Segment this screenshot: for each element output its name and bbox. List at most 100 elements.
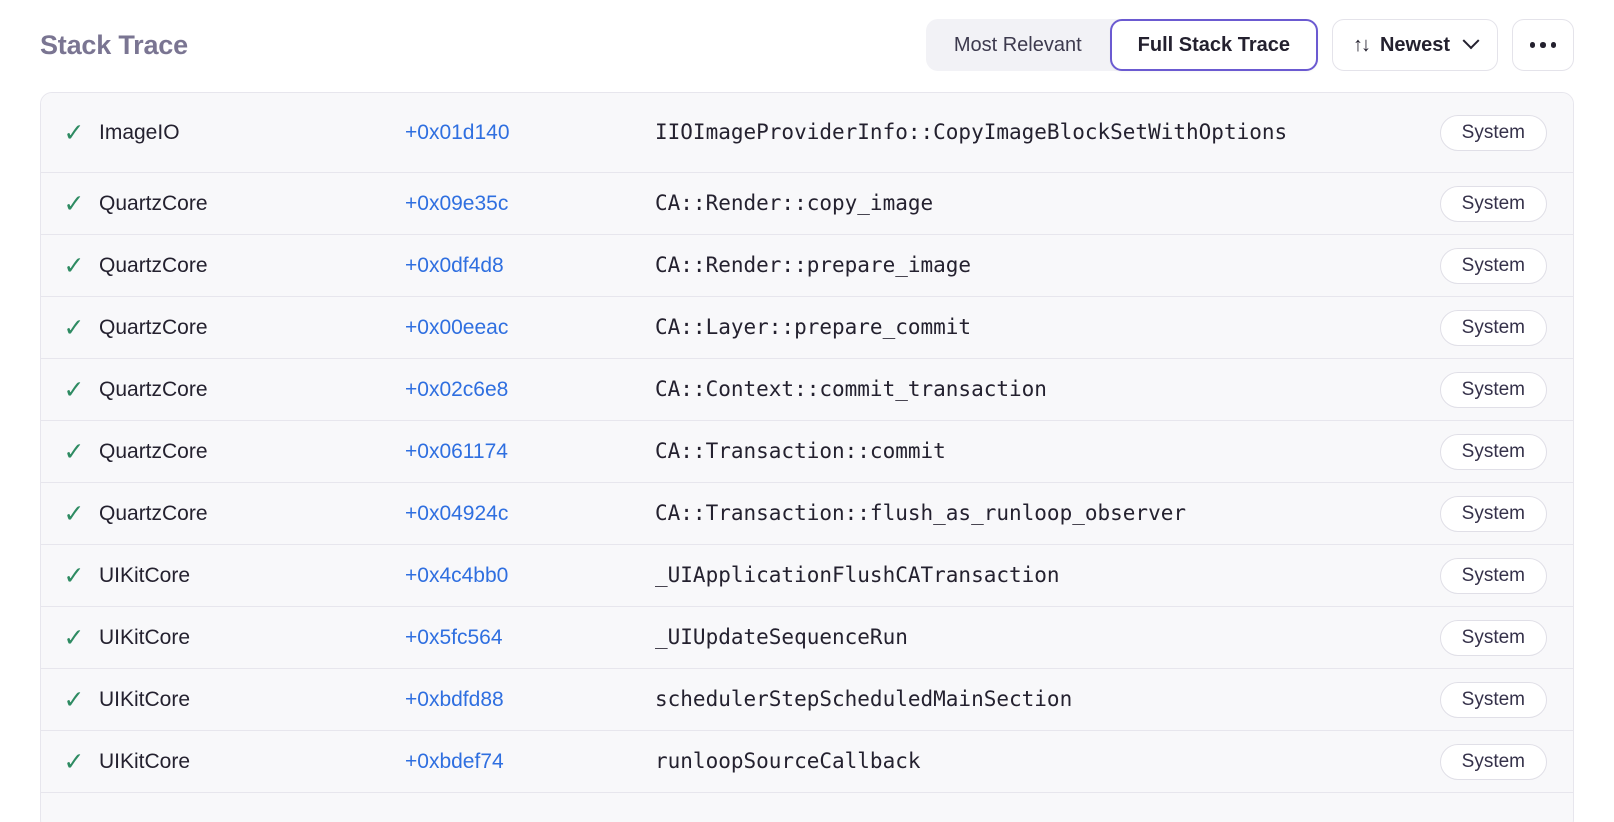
- sort-button[interactable]: ↑↓ Newest: [1331, 19, 1498, 71]
- table-row[interactable]: ✓ QuartzCore +0x02c6e8 CA::Context::commit_…: [41, 359, 1573, 421]
- row-function-name: _UIApplicationFlushCATransaction: [655, 562, 1060, 587]
- table-row[interactable]: ✓ UIKitCore +0x4c4bb0 _UIApplicationFlushCA…: [41, 545, 1573, 607]
- check-icon: ✓: [63, 685, 85, 714]
- row-address-link[interactable]: +0x02c6e8: [405, 377, 509, 401]
- status-badge: System: [1439, 495, 1547, 532]
- row-status-cell: ✓: [41, 191, 99, 216]
- row-status-cell: ✓: [41, 501, 99, 526]
- status-badge: System: [1439, 309, 1547, 346]
- row-module-name: UIKitCore: [99, 749, 191, 773]
- row-address-link[interactable]: +0xbdef74: [405, 749, 504, 773]
- status-badge: System: [1439, 681, 1547, 718]
- stack-trace-header: Stack Trace Most Relevant Full Stack Tra…: [0, 0, 1614, 90]
- row-address-link[interactable]: +0x4c4bb0: [405, 563, 509, 587]
- check-icon: ✓: [63, 251, 85, 280]
- row-module-name: QuartzCore: [99, 315, 208, 339]
- row-function-name: schedulerStepScheduledMainSection: [655, 686, 1073, 711]
- status-badge: System: [1439, 433, 1547, 470]
- row-function-name: CA::Context::commit_transaction: [655, 376, 1047, 401]
- row-origin-cell: System: [1405, 247, 1547, 284]
- tab-full-stack-trace[interactable]: Full Stack Trace: [1109, 19, 1318, 71]
- row-status-cell: ✓: [41, 749, 99, 774]
- row-module-name: QuartzCore: [99, 439, 208, 463]
- row-address-link[interactable]: +0x0df4d8: [405, 253, 504, 277]
- table-row[interactable]: ✓ QuartzCore +0x061174 CA::Transaction::com…: [41, 421, 1573, 483]
- row-address-link[interactable]: +0x5fc564: [405, 625, 503, 649]
- more-options-button[interactable]: [1512, 19, 1574, 71]
- status-badge: System: [1439, 743, 1547, 780]
- row-module-name: QuartzCore: [99, 253, 208, 277]
- row-origin-cell: System: [1405, 371, 1547, 408]
- status-badge: System: [1439, 557, 1547, 594]
- row-module-name: UIKitCore: [99, 563, 191, 587]
- row-address-link[interactable]: +0x09e35c: [405, 191, 509, 215]
- status-badge: System: [1439, 185, 1547, 222]
- row-module-name: QuartzCore: [99, 377, 208, 401]
- row-function-name: CA::Layer::prepare_commit: [655, 314, 972, 339]
- row-function-name: CA::Transaction::flush_as_runloop_observ…: [655, 500, 1187, 525]
- row-status-cell: ✓: [41, 120, 99, 145]
- check-icon: ✓: [63, 375, 85, 404]
- row-module-name: UIKitCore: [99, 687, 191, 711]
- row-origin-cell: System: [1405, 743, 1547, 780]
- row-origin-cell: System: [1405, 433, 1547, 470]
- check-icon: ✓: [63, 561, 85, 590]
- tab-most-relevant[interactable]: Most Relevant: [926, 19, 1110, 71]
- sort-arrows-icon: ↑↓: [1352, 34, 1371, 56]
- header-controls: Most Relevant Full Stack Trace ↑↓ Newest: [925, 19, 1574, 71]
- row-origin-cell: System: [1405, 114, 1547, 151]
- sort-label: Newest: [1379, 33, 1450, 56]
- row-function-name: CA::Render::prepare_image: [655, 252, 972, 277]
- check-icon: ✓: [63, 313, 85, 342]
- more-options-icon: [1529, 42, 1557, 48]
- table-row[interactable]: ✓ ImageIO +0x01d140 IIOImageProviderInfo::C…: [41, 93, 1573, 173]
- check-icon: ✓: [63, 118, 85, 147]
- row-origin-cell: System: [1405, 681, 1547, 718]
- row-status-cell: ✓: [41, 687, 99, 712]
- table-row[interactable]: ✓ QuartzCore +0x0df4d8 CA::Render::prepare_…: [41, 235, 1573, 297]
- row-module-name: QuartzCore: [99, 501, 208, 525]
- stack-trace-view-toggle[interactable]: Most Relevant Full Stack Trace: [925, 19, 1318, 71]
- table-row[interactable]: ✓ UIKitCore +0x5fc564 _UIUpdateSequenceRun S…: [41, 607, 1573, 669]
- check-icon: ✓: [63, 499, 85, 528]
- row-status-cell: ✓: [41, 563, 99, 588]
- row-address-link[interactable]: +0x04924c: [405, 501, 509, 525]
- row-status-cell: ✓: [41, 253, 99, 278]
- check-icon: ✓: [63, 747, 85, 776]
- row-status-cell: ✓: [41, 315, 99, 340]
- chevron-down-icon: [1462, 32, 1480, 50]
- row-function-name: IIOImageProviderInfo::CopyImageBlockSetW…: [655, 119, 1288, 144]
- row-address-link[interactable]: +0x061174: [405, 439, 508, 463]
- row-function-name: CA::Render::copy_image: [655, 190, 934, 215]
- row-module-name: ImageIO: [99, 120, 180, 144]
- row-status-cell: ✓: [41, 625, 99, 650]
- status-badge: System: [1439, 114, 1547, 151]
- row-module-name: QuartzCore: [99, 191, 208, 215]
- row-address-link[interactable]: +0x00eeac: [405, 315, 509, 339]
- row-function-name: _UIUpdateSequenceRun: [655, 624, 908, 649]
- row-origin-cell: System: [1405, 495, 1547, 532]
- stack-trace-table: ✓ ImageIO +0x01d140 IIOImageProviderInfo::C…: [40, 92, 1574, 822]
- row-address-link[interactable]: +0xbdfd88: [405, 687, 504, 711]
- table-row[interactable]: ✓ QuartzCore +0x09e35c CA::Render::copy_ima…: [41, 173, 1573, 235]
- row-status-cell: ✓: [41, 439, 99, 464]
- status-badge: System: [1439, 247, 1547, 284]
- row-origin-cell: System: [1405, 619, 1547, 656]
- table-row[interactable]: ✓ QuartzCore +0x04924c CA::Transaction::flu…: [41, 483, 1573, 545]
- row-origin-cell: System: [1405, 557, 1547, 594]
- check-icon: ✓: [63, 189, 85, 218]
- row-status-cell: ✓: [41, 377, 99, 402]
- row-origin-cell: System: [1405, 309, 1547, 346]
- row-address-link[interactable]: +0x01d140: [405, 120, 510, 144]
- status-badge: System: [1439, 371, 1547, 408]
- page-title: Stack Trace: [40, 29, 188, 60]
- check-icon: ✓: [63, 437, 85, 466]
- check-icon: ✓: [63, 623, 85, 652]
- status-badge: System: [1439, 619, 1547, 656]
- row-function-name: CA::Transaction::commit: [655, 438, 946, 463]
- row-module-name: UIKitCore: [99, 625, 191, 649]
- table-row[interactable]: ✓ UIKitCore +0xbdfd88 schedulerStepSchedule…: [41, 669, 1573, 731]
- table-row[interactable]: ✓ QuartzCore +0x00eeac CA::Layer::prepare_c…: [41, 297, 1573, 359]
